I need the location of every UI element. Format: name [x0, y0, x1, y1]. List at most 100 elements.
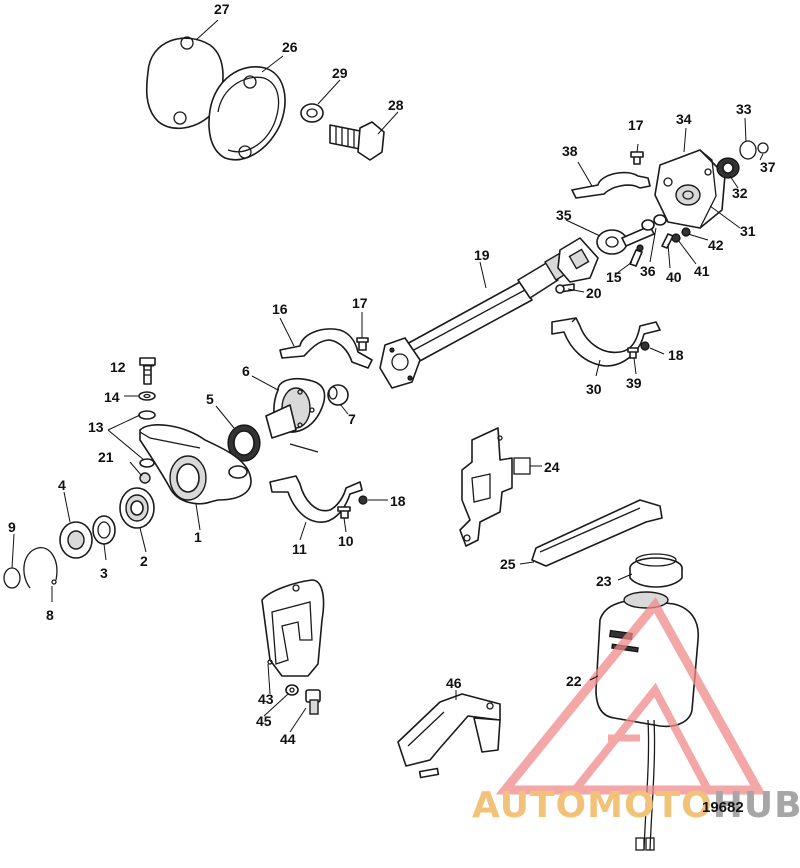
part-pin — [289, 443, 319, 453]
part-7-plug — [327, 384, 349, 406]
part-22-reservoir — [595, 591, 699, 851]
part-20-screw — [555, 283, 575, 294]
callout-31: 31 — [740, 223, 756, 239]
callout-28: 28 — [388, 97, 404, 113]
part-25-strap — [531, 499, 663, 567]
part-37-o-ring — [757, 142, 769, 154]
callout-12: 12 — [110, 359, 126, 375]
part-1-bracket — [139, 424, 252, 505]
watermark-text-secondary: HUB — [712, 785, 800, 826]
callout-32: 32 — [732, 185, 748, 201]
part-38-clamp-half — [571, 171, 651, 199]
part-5-seal — [227, 424, 261, 462]
watermark-brand-text: AUTOMOTOHUB — [472, 785, 800, 826]
part-36-o-rings — [641, 214, 667, 231]
part-44-fitting — [305, 689, 321, 715]
callout-15: 15 — [606, 269, 622, 285]
callout-36: 36 — [640, 263, 656, 279]
part-46-mounting-bracket — [397, 693, 501, 779]
part-18-nut-left — [358, 495, 368, 505]
callout-38: 38 — [562, 143, 578, 159]
callout-7: 7 — [348, 411, 356, 427]
part-43-gasket — [261, 579, 325, 677]
callout-40: 40 — [666, 269, 682, 285]
callout-34: 34 — [676, 111, 692, 127]
callout-17-mid: 17 — [352, 295, 368, 311]
part-2-bearing — [119, 487, 155, 529]
part-6-flange — [265, 377, 326, 439]
part-16-clamp — [279, 328, 373, 369]
callout-23: 23 — [596, 573, 612, 589]
callout-21: 21 — [98, 449, 114, 465]
callout-26: 26 — [282, 39, 298, 55]
callout-16: 16 — [272, 301, 288, 317]
callout-42: 42 — [708, 237, 724, 253]
callout-8: 8 — [46, 607, 54, 623]
part-18-nut-right — [640, 341, 650, 351]
callout-24: 24 — [544, 459, 560, 475]
callout-11: 11 — [292, 541, 307, 557]
callout-2: 2 — [140, 553, 148, 569]
part-33-snap-ring — [739, 140, 757, 160]
part-31-bearing-housing — [654, 149, 726, 229]
part-35-flange — [596, 225, 655, 255]
callout-13: 13 — [88, 419, 104, 435]
callout-3: 3 — [100, 565, 108, 581]
part-12-bolt — [139, 357, 156, 385]
callout-27: 27 — [214, 1, 230, 17]
part-26-cover-plate — [208, 66, 286, 161]
callout-46: 46 — [446, 675, 462, 691]
callout-29: 29 — [332, 65, 348, 81]
callout-39: 39 — [626, 375, 642, 391]
part-23-reservoir-cap — [629, 553, 683, 588]
callout-25: 25 — [500, 556, 516, 572]
part-29-lock-washer — [300, 103, 324, 123]
part-32-seal — [716, 157, 740, 179]
part-9-ring — [3, 567, 21, 589]
callout-18-left: 18 — [390, 493, 406, 509]
callout-6: 6 — [242, 363, 250, 379]
part-4-spacer — [59, 521, 93, 559]
part-17-screw-mid — [356, 337, 369, 351]
part-8-snap-ring — [23, 547, 58, 589]
part-19-drive-shaft — [379, 237, 599, 389]
callout-9: 9 — [8, 519, 16, 535]
callout-17-top: 17 — [628, 117, 644, 133]
callout-1: 1 — [194, 529, 202, 545]
callout-5: 5 — [206, 391, 214, 407]
part-17-screw-top — [630, 151, 644, 165]
callout-20: 20 — [586, 285, 602, 301]
part-28-bolt — [329, 121, 385, 161]
part-39-screw — [627, 347, 639, 359]
callout-43: 43 — [258, 691, 274, 707]
part-3-ring — [92, 515, 116, 545]
part-21-nut — [139, 472, 151, 484]
callout-10: 10 — [338, 533, 354, 549]
callout-22: 22 — [566, 673, 582, 689]
callout-44: 44 — [280, 731, 296, 747]
callout-labels: 27 26 29 28 19 20 35 15 36 40 41 42 31 3… — [8, 1, 776, 747]
part-24-bracket — [459, 427, 531, 547]
watermark-text-primary: AUTOMOTO — [472, 785, 713, 826]
callout-33: 33 — [736, 101, 752, 117]
watermark-logo-triangle — [495, 596, 766, 795]
callout-4: 4 — [58, 477, 66, 493]
callout-35: 35 — [556, 207, 572, 223]
callout-41: 41 — [694, 263, 710, 279]
part-42-nut — [681, 227, 691, 237]
part-13-washers — [138, 410, 156, 468]
figure-number: 19682 — [702, 799, 744, 816]
callout-14: 14 — [104, 389, 120, 405]
part-40-pin — [661, 233, 674, 249]
callout-19: 19 — [474, 247, 490, 263]
callout-37: 37 — [760, 159, 776, 175]
part-45-washer — [285, 684, 299, 696]
callout-30: 30 — [586, 381, 602, 397]
part-15-screw — [629, 244, 644, 267]
callout-18-right: 18 — [668, 347, 684, 363]
leader-lines — [11, 19, 764, 733]
part-14-washer — [138, 391, 156, 401]
callout-45: 45 — [256, 713, 272, 729]
